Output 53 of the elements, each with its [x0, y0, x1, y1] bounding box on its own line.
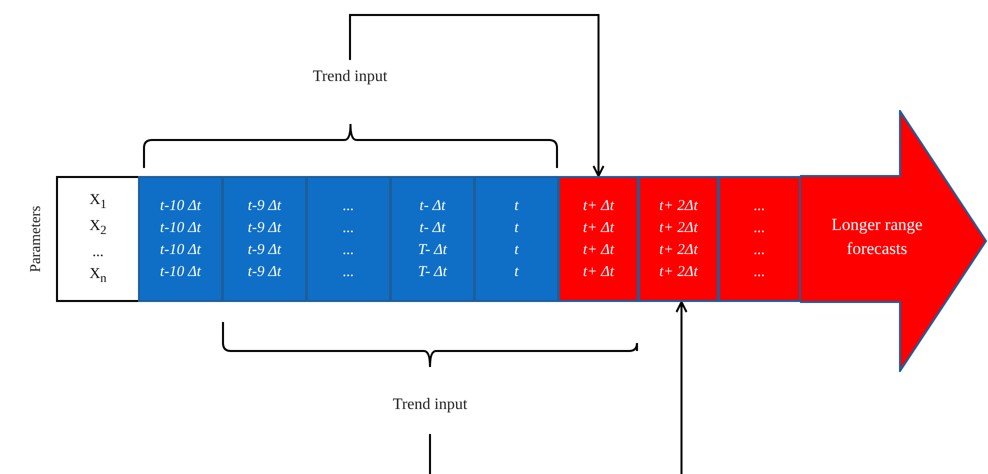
input-column [138, 176, 223, 302]
cell-text: ... [754, 241, 766, 260]
arrow-label: Longer range forecasts [830, 214, 924, 260]
cell-text: t-10 Δt [160, 241, 201, 260]
cell-text: t- Δt [420, 219, 446, 238]
cell-text: t-9 Δt [248, 241, 282, 260]
cell-text: ... [754, 219, 766, 238]
axis-label: Parameters [27, 204, 45, 274]
forecast-column [638, 176, 719, 302]
parameter-box [56, 176, 139, 302]
cell-text: t+ Δt [582, 263, 614, 282]
cell-text: t+ 2Δt [659, 263, 698, 282]
cell-text: t [514, 197, 519, 216]
cell-text: ... [92, 243, 104, 262]
cell-text: T- Δt [418, 241, 447, 260]
cell-text: T- Δt [418, 263, 447, 282]
cell-text: t+ 2Δt [659, 197, 698, 216]
cell-text: ... [342, 197, 354, 216]
arrow [349, 14, 604, 177]
cell-text: t+ Δt [582, 241, 614, 260]
cell-text: ... [754, 197, 766, 216]
cell-text: ... [342, 241, 354, 260]
cell-text: t-10 Δt [160, 197, 201, 216]
cell-text: t-9 Δt [248, 219, 282, 238]
cell-text: ... [342, 219, 354, 238]
cell-text: t-10 Δt [160, 219, 201, 238]
forecast-column [558, 176, 639, 302]
cell-text: t-9 Δt [248, 197, 282, 216]
cell-text: X$_{2}$ [89, 217, 107, 239]
cell-text: t- Δt [420, 197, 446, 216]
label-text: Trend input [392, 395, 468, 415]
label-text: Trend input [312, 67, 388, 87]
forecast-column [718, 176, 801, 302]
arrow-head [800, 110, 987, 372]
cell-text: ... [754, 263, 766, 282]
cell-text: t+ 2Δt [659, 219, 698, 238]
cell-text: X$_{1}$ [89, 191, 107, 213]
cell-text: t+ Δt [582, 197, 614, 216]
cell-text: t-9 Δt [248, 263, 282, 282]
cell-text: t-10 Δt [160, 263, 201, 282]
input-column [474, 176, 559, 302]
cell-text: X$_{n}$ [89, 265, 107, 287]
input-column [306, 176, 391, 302]
cell-text: t [514, 241, 519, 260]
connector-line [429, 434, 431, 474]
cell-text: t [514, 219, 519, 238]
cell-text: t+ 2Δt [659, 241, 698, 260]
cell-text: t+ Δt [582, 219, 614, 238]
input-column [222, 176, 307, 302]
cell-text: t [514, 263, 519, 282]
input-column [390, 176, 475, 302]
cell-text: ... [342, 263, 354, 282]
arrow [676, 301, 688, 474]
